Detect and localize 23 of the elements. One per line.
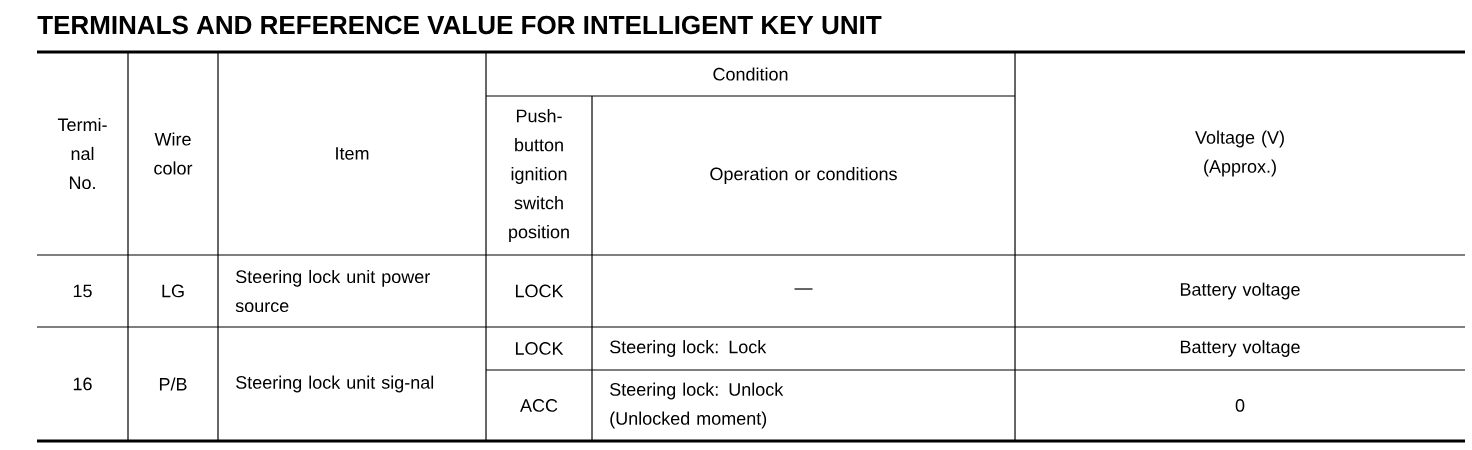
cell-text: ACC — [520, 399, 558, 412]
cell-text: Battery voltage — [1180, 340, 1300, 357]
cell-text: LG — [162, 284, 184, 298]
cell-text: LOCK — [515, 284, 564, 298]
header-text: Wire color — [154, 132, 193, 175]
cell-text: Steering lock: Unlock (Unlocked moment) — [610, 382, 784, 429]
cell-text: Steering lock unit sig-nal — [236, 375, 434, 393]
cell-text: Steering lock: Lock — [610, 340, 767, 357]
header-text: Termi-nal No. — [57, 117, 107, 190]
table-title: TERMINALS AND REFERENCE VALUE FOR INTELLIGENT KEY UNIT — [37, 15, 882, 35]
header-text: Operation or conditions — [710, 167, 897, 184]
header-text: Item — [336, 147, 369, 160]
cell-text: — — [794, 288, 813, 290]
header-text: Condition — [713, 67, 788, 81]
cell-text: 16 — [73, 377, 92, 391]
header-text: Voltage (V) (Approx.) — [1195, 130, 1284, 177]
cell-text: LOCK — [515, 342, 564, 355]
header-text: Push-button ignition switch position — [509, 109, 569, 242]
cell-text: 0 — [1235, 399, 1245, 412]
cell-text: Battery voltage — [1180, 282, 1300, 300]
cell-text: P/B — [159, 377, 187, 391]
cell-text: Steering lock unit power source — [235, 269, 430, 313]
cell-text: 15 — [73, 284, 92, 298]
